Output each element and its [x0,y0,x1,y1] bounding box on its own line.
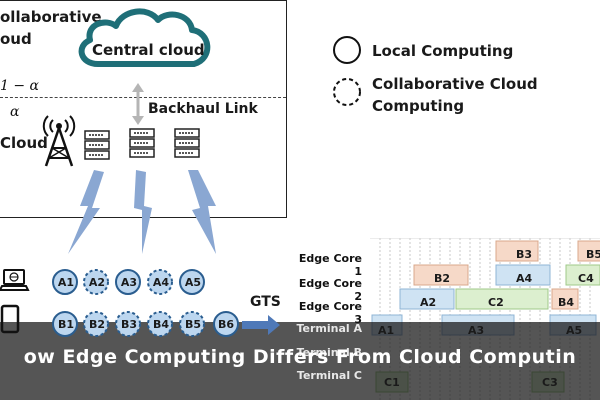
block-label-a1: A1 [378,324,395,337]
block-label-c4: C4 [578,272,594,285]
task-a5: A5 [184,276,202,289]
panel-title-line1: ollaborative [0,8,102,26]
collab-computing-legend-icon [333,78,361,106]
central-cloud-icon [78,8,211,67]
edge-server-icon-1 [84,130,110,160]
edge-server-icon-3 [174,128,200,158]
backhaul-label: Backhaul Link [148,101,258,117]
block-label-c2: C2 [488,296,504,309]
lightning-icon-1 [68,170,104,254]
task-row-a [52,269,205,295]
laptop-icon [0,269,30,291]
block-a4 [495,264,551,286]
legend-local-label: Local Computing [372,42,514,60]
edge-server-icon-2 [129,128,155,158]
task-b1: B1 [57,318,75,331]
row-label-edge-core-2: Edge Core 2 [298,277,362,303]
block-label-c3: C3 [542,376,558,389]
gts-arrow [242,315,280,335]
block-label-a3: A3 [468,324,485,337]
task-row-b [52,311,239,337]
row-label-edge-core-1: Edge Core 1 [298,252,362,278]
lightning-icon-3 [188,170,216,254]
row-label-terminal-c: Terminal C [296,369,362,382]
edge-cloud-label: Cloud [0,134,48,152]
block-b2 [413,264,469,286]
legend-collab-label-2: Computing [372,97,465,115]
wireless-links [68,170,216,254]
caption-title: ow Edge Computing Differs From Cloud Com… [23,346,577,368]
block-label-b3: B3 [516,248,533,261]
block-b5 [577,240,600,262]
block-label-c1: C1 [384,376,400,389]
task-b4: B4 [152,318,170,331]
legend-collab-label-1: Collaborative Cloud [372,75,538,93]
block-c2 [455,288,549,310]
row-label-edge-core-3: Edge Core 3 [298,300,362,326]
task-a4: A4 [152,276,170,289]
row-label-terminal-a: Terminal A [296,322,362,335]
block-b4 [551,288,579,310]
backhaul-arrow [132,83,144,125]
panel-title-line2: oud [0,30,32,48]
task-a1: A1 [57,276,75,289]
lightning-icon-2 [134,170,152,254]
tier-divider [0,97,286,98]
row-label-terminal-b: Terminal B [296,346,362,359]
one-minus-alpha-label: 1 − α [0,78,39,94]
block-label-a2: A2 [420,296,437,309]
alpha-label: α [10,104,20,120]
tower-icon [42,115,76,167]
task-a2: A2 [88,276,106,289]
block-label-b2: B2 [434,272,451,285]
central-cloud-label: Central cloud [92,41,205,59]
block-b3 [495,240,539,262]
block-a2 [399,288,455,310]
task-b6: B6 [217,318,235,331]
task-b3: B3 [120,318,138,331]
local-computing-legend-icon [333,36,361,64]
task-b5: B5 [184,318,202,331]
block-label-a5: A5 [566,324,583,337]
block-label-b4: B4 [558,296,575,309]
block-c4 [565,264,600,286]
gts-label: GTS [250,294,281,310]
task-a3: A3 [120,276,138,289]
task-b2: B2 [88,318,106,331]
block-label-b5: B5 [586,248,600,261]
block-label-a4: A4 [516,272,533,285]
